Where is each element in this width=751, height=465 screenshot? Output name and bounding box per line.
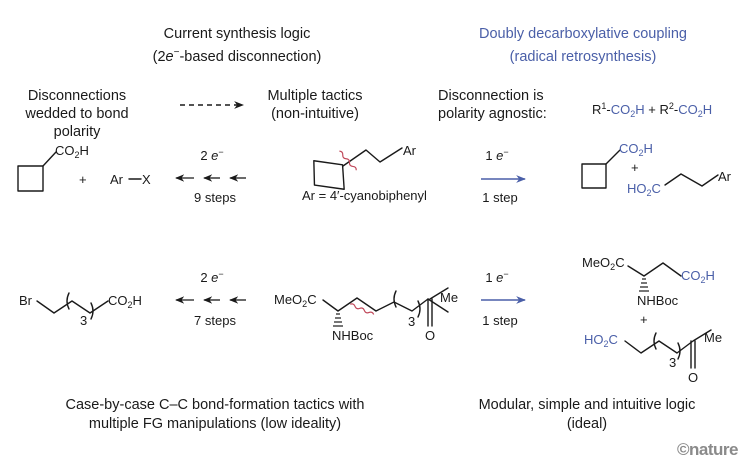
footer-right-line: Modular, simple and intuitive logic (479, 397, 696, 413)
product-aspartate-derivative: MeO2C CO2H NHBoc (582, 255, 715, 308)
svg-text:CO2H: CO2H (681, 268, 715, 285)
concept-right: Disconnection is polarity agnostic: (438, 88, 547, 122)
svg-text:Ar: Ar (110, 172, 124, 187)
svg-text:NHBoc: NHBoc (332, 328, 374, 343)
plus-sign: + (79, 172, 87, 187)
footer-right-line: (ideal) (567, 416, 607, 432)
right-header-subtitle: (radical retrosynthesis) (510, 49, 657, 65)
svg-text:CO2H: CO2H (619, 141, 653, 158)
product-ar: Ar (718, 169, 732, 184)
row2-classic-steps: 7 steps (194, 313, 236, 328)
concept-right-line: polarity agnostic: (438, 106, 547, 122)
target-molecule-2: MeO2C 3 Me O NHBoc (274, 287, 458, 343)
row2-radical-steps: 1 step (482, 313, 517, 328)
footer-left-line: Case-by-case C–C bond-formation tactics … (66, 397, 365, 413)
left-header-title: Current synthesis logic (164, 26, 311, 42)
plus-sign: + (631, 160, 639, 175)
ar-definition: Ar = 4′-cyanobiphenyl (302, 188, 427, 203)
svg-text:O: O (688, 370, 698, 385)
svg-text:3: 3 (408, 314, 415, 329)
svg-text:O: O (425, 328, 435, 343)
concept-right-line: Disconnection is (438, 88, 544, 104)
concept-left: Disconnections wedded to bond polarity (24, 88, 128, 140)
row1-radical-steps: 1 step (482, 190, 517, 205)
svg-text:Me: Me (440, 290, 458, 305)
plus-sign: + (640, 312, 648, 327)
concept-left-line: polarity (54, 124, 101, 140)
svg-text:CO2H: CO2H (108, 293, 142, 310)
svg-text:Me: Me (704, 330, 722, 345)
svg-text:HO2C: HO2C (584, 332, 618, 349)
left-header-subtitle: (2e−-based disconnection) (153, 47, 322, 65)
footer-left-line: multiple FG manipulations (low ideality) (89, 416, 341, 432)
cyclobutane-carboxylic-acid: CO2H (17, 143, 89, 192)
target-molecule-1: Ar (313, 143, 417, 190)
row1-radical-electrons: 1 e− (485, 147, 508, 163)
aryl-halide: Ar X (110, 172, 151, 187)
general-formula: R1-CO2H + R2-CO2H (592, 101, 712, 119)
row2-radical-electrons: 1 e− (485, 269, 508, 285)
svg-text:X: X (142, 172, 151, 187)
product-cyclobutane-acid: CO2H (581, 141, 653, 189)
concept-left-line: wedded to bond (24, 106, 128, 122)
svg-text:HO2C: HO2C (627, 181, 661, 198)
svg-text:3: 3 (669, 355, 676, 370)
svg-text:3: 3 (80, 313, 87, 328)
bromo-acid: Br 3 CO2H (19, 292, 142, 328)
product-keto-acid: HO2C 3 Me O (584, 329, 722, 385)
row1-classic-steps: 9 steps (194, 190, 236, 205)
concept-middle-line: Multiple tactics (267, 88, 362, 104)
concept-left-line: Disconnections (28, 88, 126, 104)
product-aryl-propanoic-acid: HO2C (627, 181, 661, 198)
svg-text:CO2H: CO2H (55, 143, 89, 160)
row1-classic-electrons: 2 e− (200, 147, 223, 163)
concept-middle: Multiple tactics (non-intuitive) (267, 88, 362, 122)
svg-text:Br: Br (19, 293, 33, 308)
nature-logo: ©nature (677, 440, 738, 459)
svg-text:MeO2C: MeO2C (274, 292, 317, 309)
right-header-title: Doubly decarboxylative coupling (479, 26, 687, 42)
svg-text:Ar: Ar (403, 143, 417, 158)
svg-text:NHBoc: NHBoc (637, 293, 679, 308)
svg-text:MeO2C: MeO2C (582, 255, 625, 272)
row2-classic-electrons: 2 e− (200, 269, 223, 285)
concept-middle-line: (non-intuitive) (271, 106, 359, 122)
